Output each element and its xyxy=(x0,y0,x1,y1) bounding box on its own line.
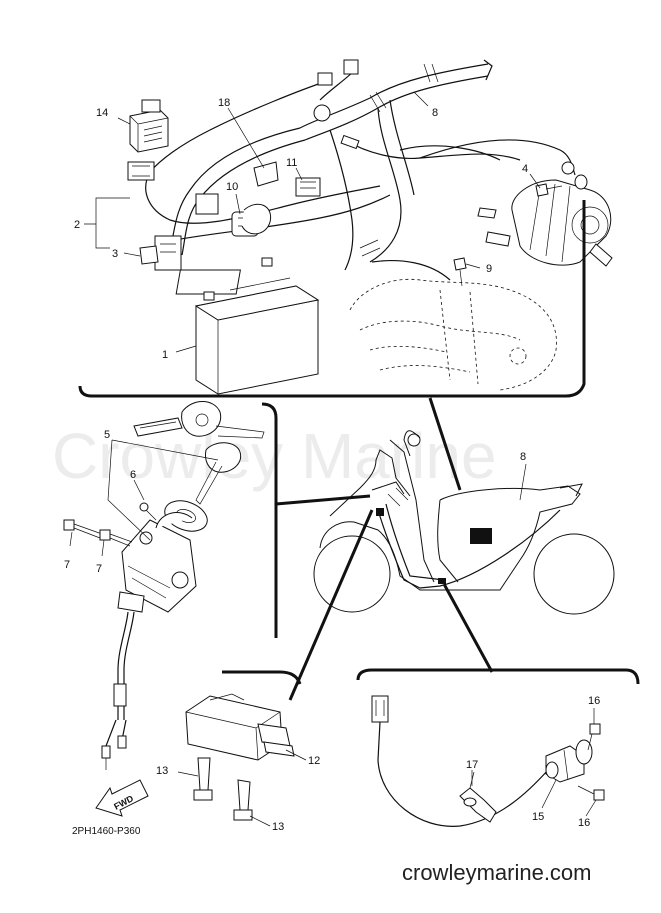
pointer-line xyxy=(288,509,374,701)
callout-6: 6 xyxy=(130,469,136,481)
main-switch-assembly xyxy=(101,401,265,770)
callout-8-mid: 8 xyxy=(520,451,526,463)
screw-6 xyxy=(139,502,157,521)
bolt-9 xyxy=(453,257,467,287)
callout-16-lower: 16 xyxy=(578,817,590,829)
relay-11 xyxy=(295,177,321,197)
wiring-harness-assembly xyxy=(145,59,576,281)
callout-5: 5 xyxy=(104,429,110,441)
bolt-7-right xyxy=(99,529,133,547)
bracket-18 xyxy=(195,161,279,235)
diagram-code: 2PH1460-P360 xyxy=(72,826,141,837)
website-url: crowleymarine.com xyxy=(402,860,592,885)
fuse-holder xyxy=(127,161,182,271)
sensor-assembly xyxy=(371,695,593,827)
callout-14: 14 xyxy=(96,107,108,119)
callout-12: 12 xyxy=(308,755,320,767)
relay-14 xyxy=(129,99,169,153)
watermark-text: Crowley Marine xyxy=(52,420,497,492)
pointer-line xyxy=(428,397,462,491)
top-panel-border xyxy=(78,200,586,398)
bolt-13-lower xyxy=(233,779,253,821)
sensor-location-marker xyxy=(438,578,446,584)
callout-18: 18 xyxy=(218,97,230,109)
callout-3: 3 xyxy=(112,248,118,260)
regulator-12 xyxy=(185,693,295,761)
callout-11: 11 xyxy=(286,157,297,169)
screw-16-lower xyxy=(577,785,605,801)
callout-2: 2 xyxy=(74,219,80,231)
battery-terminal xyxy=(203,291,215,301)
fuse-3 xyxy=(139,245,159,265)
pointer-line xyxy=(442,583,494,673)
switch-location-marker xyxy=(376,508,384,516)
harness-connector xyxy=(343,59,359,75)
callout-8-top: 8 xyxy=(432,107,438,119)
callout-15: 15 xyxy=(532,811,544,823)
bolt-7-left xyxy=(63,519,103,539)
clamp-17 xyxy=(459,771,497,823)
scooter-silhouette xyxy=(313,430,615,615)
battery xyxy=(175,257,320,395)
callout-16-upper: 16 xyxy=(588,695,600,707)
ecu-location-marker xyxy=(470,528,492,544)
starter-motor xyxy=(477,161,613,267)
callout-1: 1 xyxy=(162,349,168,361)
harness-connector xyxy=(317,72,333,86)
callout-labels: 1 2 3 4 5 6 7 7 8 8 9 10 11 12 13 13 14 … xyxy=(64,97,600,833)
callout-17: 17 xyxy=(466,759,478,771)
bottom-mid-panel-border xyxy=(222,670,302,685)
screw-16-upper xyxy=(587,723,601,751)
engine-case-outline xyxy=(349,278,557,391)
fwd-arrow: FWD xyxy=(95,779,149,817)
left-panel-border xyxy=(261,402,278,638)
harness-connector xyxy=(340,134,360,150)
harness-clamp xyxy=(313,104,331,122)
callout-9: 9 xyxy=(486,263,492,275)
callout-10: 10 xyxy=(226,181,238,193)
callout-leaders xyxy=(69,91,597,827)
callout-7-left: 7 xyxy=(64,559,70,571)
battery-terminal xyxy=(261,257,273,267)
callout-7-right: 7 xyxy=(96,563,102,575)
callout-13-lower: 13 xyxy=(272,821,284,833)
pointer-line xyxy=(275,494,371,506)
callout-4: 4 xyxy=(522,163,528,175)
callout-13-upper: 13 xyxy=(156,765,168,777)
bottom-right-panel-border xyxy=(356,668,640,685)
bolt-13-upper xyxy=(193,757,213,801)
